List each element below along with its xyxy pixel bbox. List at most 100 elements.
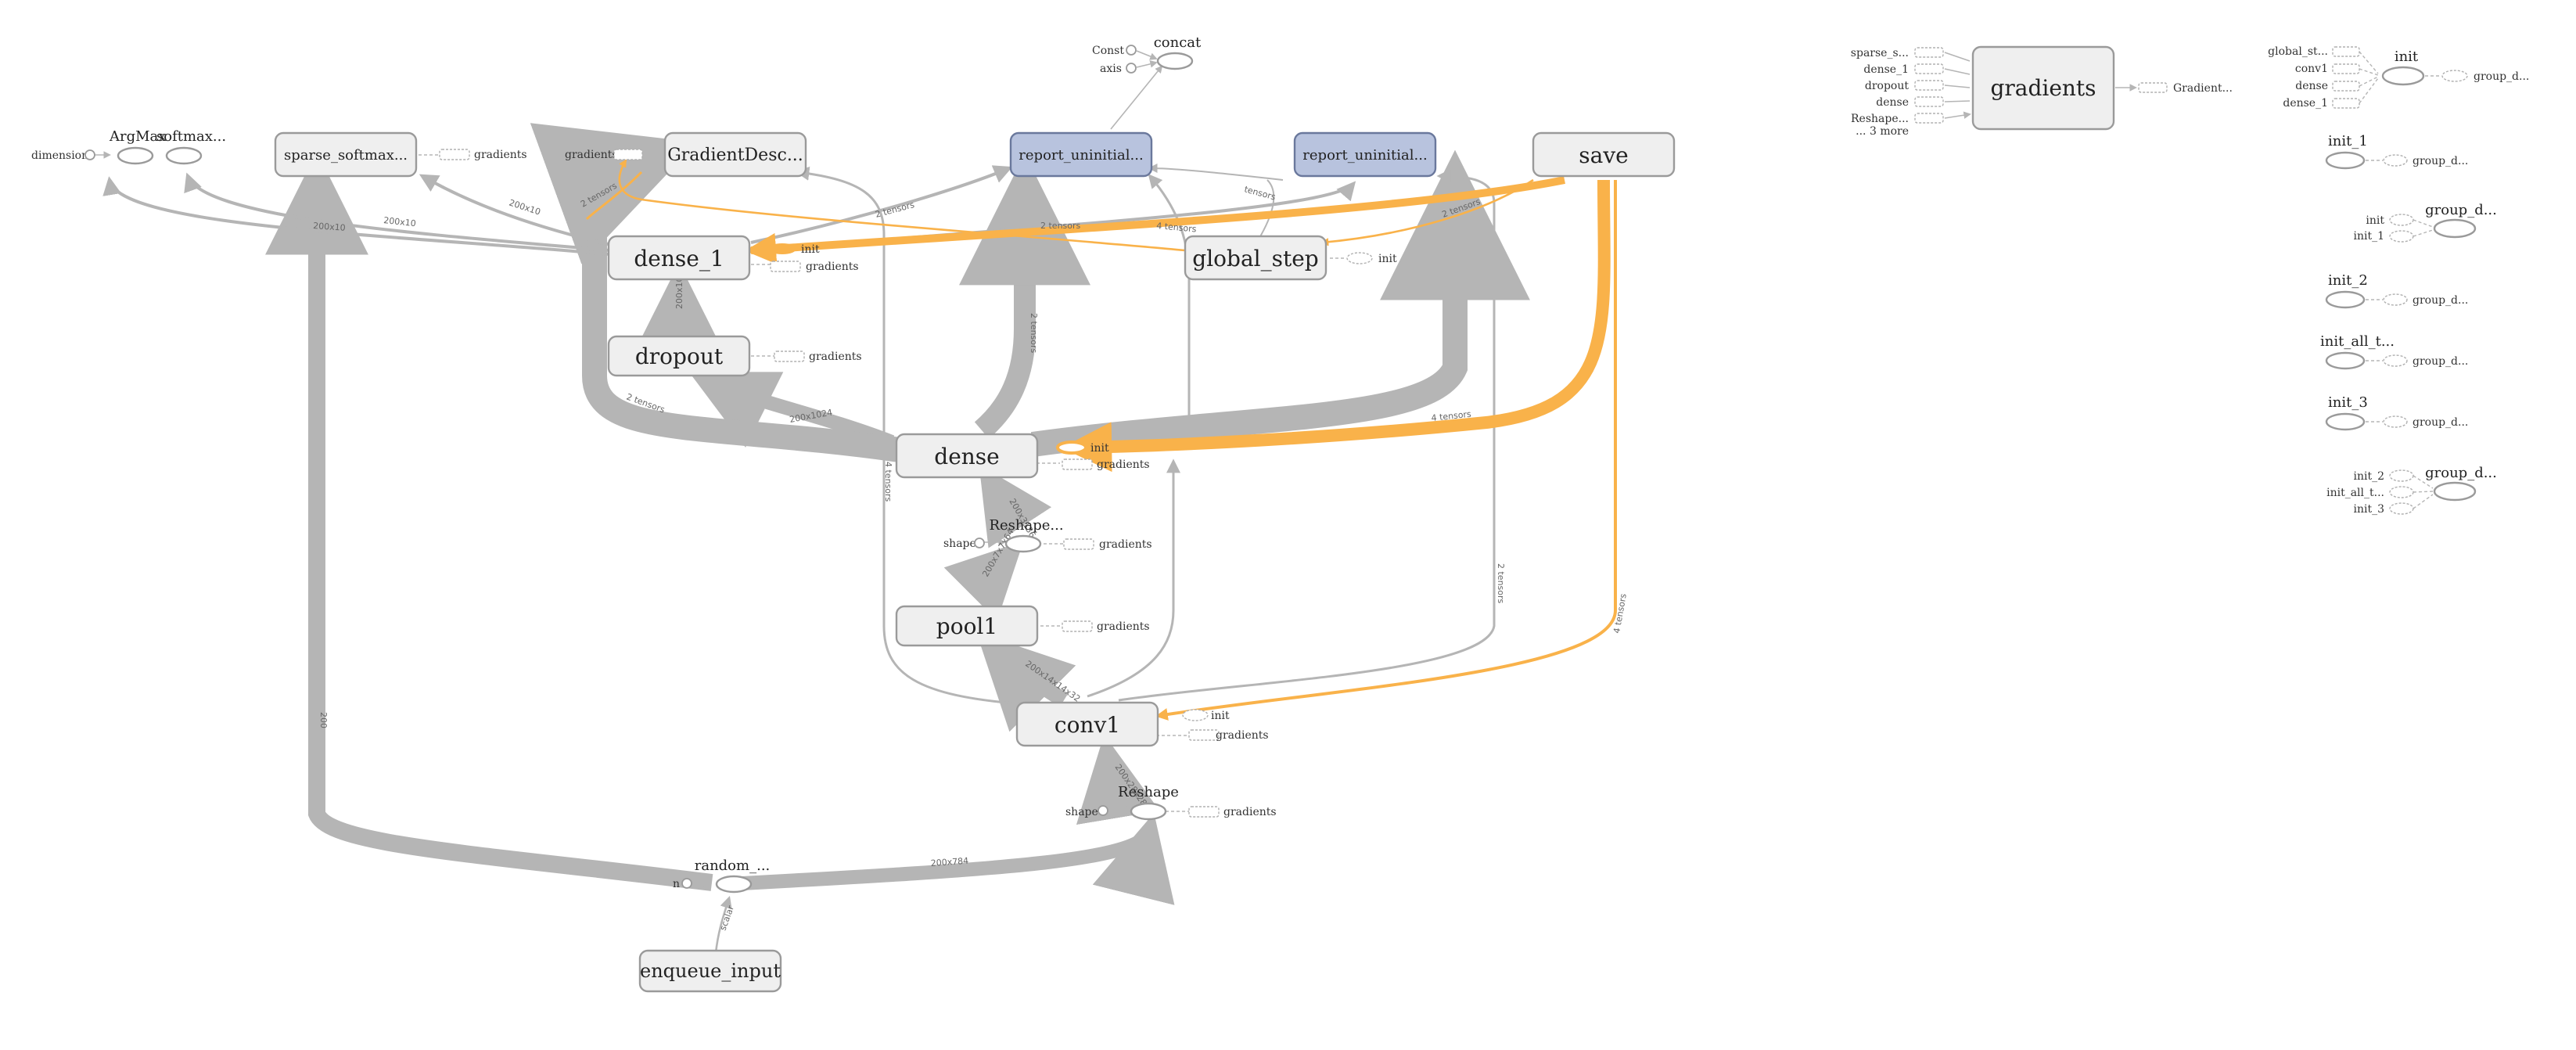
const-op-icon: [974, 538, 985, 548]
input-label: dropout: [1865, 80, 1909, 92]
edge-dense1-to-sparse: [419, 174, 619, 248]
stub-label: gradients: [474, 149, 527, 161]
stub-icon: [1914, 96, 1944, 107]
node-report-uninitialized-1[interactable]: report_uninitial...: [1009, 131, 1153, 178]
output-label: group_d...: [2474, 70, 2529, 83]
input-label: dense: [1876, 96, 1909, 109]
stub-icon: [2332, 46, 2360, 57]
input-label: conv1: [2295, 63, 2328, 75]
edge-save-to-globalstep: [1320, 178, 1534, 246]
stub-label: init: [1090, 442, 1109, 455]
output-label: group_d...: [2413, 294, 2468, 307]
node-label: init_1: [2328, 133, 2368, 149]
edge-conv1-to-pool1: [976, 632, 1076, 732]
node-concat[interactable]: concat: [1154, 34, 1202, 70]
stub-icon: [1914, 63, 1944, 74]
edge-label: 2 tensors: [1029, 313, 1039, 354]
node-save[interactable]: save: [1532, 131, 1676, 178]
edge-label: 200x784: [930, 856, 968, 868]
node-softmax[interactable]: softmax...: [156, 128, 226, 165]
gradients-stub-icon: [1188, 729, 1220, 741]
edge-label: 4 tensors: [1431, 409, 1472, 423]
node-pool1[interactable]: pool1 gradients: [895, 605, 1150, 647]
op-ellipse-icon: [1130, 802, 1167, 821]
const-op-icon: [1126, 45, 1137, 56]
node-argmax[interactable]: ArgMax: [109, 128, 166, 165]
input-label: sparse_s...: [1851, 47, 1909, 59]
aux-init-all-tables[interactable]: init_all_t... group_d...: [2320, 333, 2468, 370]
node-conv1[interactable]: conv1 init gradients: [1015, 701, 1269, 747]
node-label: softmax...: [156, 128, 226, 145]
edge-dense-to-report1: [959, 153, 1090, 439]
node-label: dropout: [635, 343, 724, 369]
edge-globalstep-to-gradientdesc: [618, 159, 1186, 252]
edge-pool1-to-reshape1: [943, 541, 1024, 621]
gradients-stub-icon: [613, 149, 643, 160]
edge-random-to-sparse-softmax: [265, 151, 713, 891]
node-box: [1015, 701, 1159, 747]
init-stub-icon: [1346, 252, 1373, 264]
node-label: init: [2395, 49, 2419, 65]
aux-group-deps[interactable]: init init_1 group_d...: [2353, 202, 2496, 243]
aux-init-3[interactable]: init_3 group_d...: [2325, 394, 2468, 431]
node-global-step[interactable]: global_step init: [1184, 235, 1397, 281]
edge-label: 4 tensors: [1156, 221, 1197, 234]
node-dense-1[interactable]: dense_1 init gradients: [607, 235, 859, 281]
input-label: init_2: [2353, 470, 2384, 483]
node-label: Reshape...: [989, 517, 1063, 534]
input-label: ... 3 more: [1856, 125, 1909, 138]
const-op-icon: [84, 149, 95, 160]
stub-label: gradients: [1099, 538, 1152, 551]
edge-dense1-to-argmax: [102, 176, 611, 256]
node-label: dimension: [31, 149, 88, 162]
node-box: [1184, 235, 1328, 281]
const-op-icon: [681, 878, 692, 889]
output-label: group_d...: [2413, 416, 2468, 429]
node-dimension[interactable]: dimension: [31, 149, 95, 162]
op-ellipse-icon: [715, 875, 753, 894]
node-box: [274, 131, 418, 178]
node-reshape[interactable]: Reshape shape gradients: [1065, 784, 1277, 821]
node-dense[interactable]: dense init gradients: [895, 433, 1150, 479]
node-gradient-descent[interactable]: gradients GradientDesc...: [565, 131, 807, 178]
node-report-uninitialized-2[interactable]: report_uninitial...: [1293, 131, 1437, 178]
node-label: report_uninitial...: [1302, 147, 1427, 164]
edge-label: 200: [318, 712, 329, 728]
node-label: gradients: [1990, 75, 2096, 101]
gradients-stub-icon: [1062, 620, 1093, 632]
const-op-icon: [1126, 63, 1137, 74]
aux-init[interactable]: global_st... conv1 dense dense_1 init gr…: [2268, 45, 2529, 110]
stub-label: gradients: [806, 261, 859, 273]
edge-dense1-to-report1: [750, 165, 1013, 244]
aux-gradients-inputs: sparse_s... dense_1 dropout dense Reshap…: [1851, 47, 1970, 138]
aux-init-2[interactable]: init_2 group_d...: [2325, 272, 2468, 309]
edge-report-to-report: [1148, 164, 1284, 181]
node-sparse-softmax[interactable]: sparse_softmax... gradients: [274, 131, 527, 178]
aux-gradients[interactable]: sparse_s... dense_1 dropout dense Reshap…: [1851, 45, 2233, 138]
edge-label: 200x10: [508, 197, 542, 217]
node-reshape-1[interactable]: Reshape... shape gradients: [943, 517, 1152, 553]
edge-save-to-dense1: [745, 176, 1565, 264]
node-axis[interactable]: axis: [1100, 63, 1137, 75]
init-stub-icon: [768, 243, 796, 254]
node-label: init_all_t...: [2320, 333, 2395, 350]
stub-icon: [2138, 82, 2168, 93]
input-label: global_st...: [2268, 45, 2328, 58]
node-const[interactable]: Const: [1092, 45, 1137, 57]
aux-group-deps-2[interactable]: init_2 init_all_t... init_3 group_d...: [2326, 465, 2497, 516]
edge-label: 2 tensors: [874, 200, 915, 220]
node-random[interactable]: random_... n: [673, 858, 770, 894]
edge-enqueue-to-random: [714, 896, 732, 954]
stub-icon: [2383, 415, 2408, 428]
edge-label: scalar: [718, 904, 737, 932]
stub-icon: [2389, 469, 2414, 482]
node-box: [663, 131, 807, 178]
stub-label: gradients: [1097, 620, 1150, 633]
edge-label: 200x10: [313, 221, 346, 233]
node-enqueue-input[interactable]: enqueue_input: [638, 949, 782, 993]
node-label: shape: [943, 538, 976, 550]
input-label: dense_1: [2283, 97, 2328, 110]
aux-init-1[interactable]: init_1 group_d...: [2325, 133, 2468, 170]
node-dropout[interactable]: dropout gradients: [607, 335, 862, 377]
